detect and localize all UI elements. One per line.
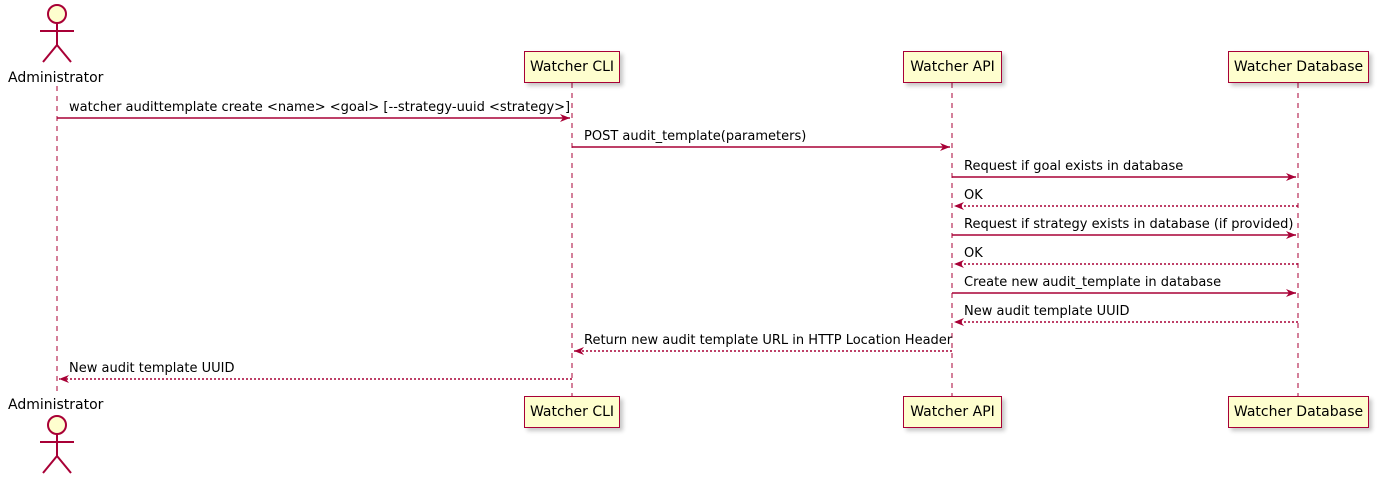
participant-box-watcher-database-bottom[interactable]: Watcher Database [1228, 396, 1369, 428]
message-label-4: OK [964, 188, 983, 203]
participant-box-watcher-database-top[interactable]: Watcher Database [1228, 51, 1369, 83]
actor-label-administrator-top: Administrator [8, 70, 104, 86]
message-label-6: OK [964, 246, 983, 261]
participant-label-watcher-database: Watcher Database [1233, 59, 1364, 75]
participant-label-watcher-cli-bottom: Watcher CLI [529, 404, 615, 420]
participant-label-watcher-api-bottom: Watcher API [910, 404, 995, 420]
message-arrows-group [57, 114, 1298, 383]
participant-box-watcher-cli-top[interactable]: Watcher CLI [524, 51, 620, 83]
message-label-8: New audit template UUID [964, 304, 1130, 319]
message-label-3: Request if goal exists in database [964, 159, 1184, 174]
message-label-7: Create new audit_template in database [964, 275, 1222, 290]
actor-label-administrator-bottom: Administrator [8, 397, 104, 413]
actor-figure-top [40, 4, 74, 63]
actor-figure-bottom [40, 415, 74, 474]
participant-label-watcher-cli: Watcher CLI [529, 59, 615, 75]
participant-box-watcher-api-bottom[interactable]: Watcher API [903, 396, 1002, 428]
message-label-10: New audit template UUID [69, 361, 235, 376]
participant-label-watcher-api: Watcher API [910, 59, 995, 75]
message-label-5: Request if strategy exists in database (… [964, 217, 1294, 232]
message-label-2: POST audit_template(parameters) [584, 129, 807, 144]
participant-box-watcher-cli-bottom[interactable]: Watcher CLI [524, 396, 620, 428]
message-label-9: Return new audit template URL in HTTP Lo… [584, 333, 953, 348]
participant-label-watcher-database-bottom: Watcher Database [1233, 404, 1364, 420]
message-label-1: watcher audittemplate create <name> <goa… [69, 100, 571, 115]
lifelines-group [56, 83, 1299, 396]
participant-box-watcher-api-top[interactable]: Watcher API [903, 51, 1002, 83]
